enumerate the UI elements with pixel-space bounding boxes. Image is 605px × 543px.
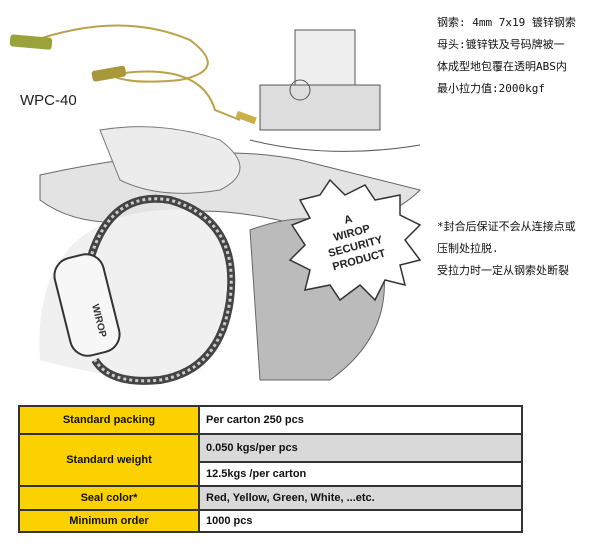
product-illustration: WIROP A WIROP SECURITY PRODUCT (9, 24, 422, 385)
cable-seal-photo (9, 24, 257, 125)
color-value: Red, Yellow, Green, White, ...etc. (198, 485, 523, 511)
note-line: 压制处拉脱. (437, 242, 499, 255)
weight-label: Standard weight (18, 433, 200, 487)
spec-line: 体成型地包覆在透明ABS内 (437, 60, 567, 73)
model-number: WPC-40 (20, 92, 77, 109)
spec-line: 母头:镀锌铁及号码牌被一 (437, 38, 565, 51)
note-line: 受拉力时一定从钢索处断裂 (437, 264, 569, 277)
wirop-badge: A WIROP SECURITY PRODUCT (288, 178, 422, 302)
note-line: *封合后保证不会从连接点或 (437, 220, 576, 233)
weight-value-per-piece: 0.050 kgs/per pcs (198, 433, 523, 463)
spec-line: 钢索: 4mm 7x19 镀锌钢索 (437, 16, 576, 29)
order-value: 1000 pcs (198, 509, 523, 533)
packing-value: Per carton 250 pcs (198, 405, 523, 435)
color-label: Seal color* (18, 485, 200, 511)
badge-line: A (343, 213, 354, 227)
spec-line: 最小拉力值:2000kgf (437, 82, 545, 95)
seal-closeup-sketch (39, 126, 421, 385)
truck-sketch (249, 29, 421, 152)
packing-label: Standard packing (18, 405, 200, 435)
weight-value-per-carton: 12.5kgs /per carton (198, 461, 523, 487)
order-label: Minimum order (18, 509, 200, 533)
